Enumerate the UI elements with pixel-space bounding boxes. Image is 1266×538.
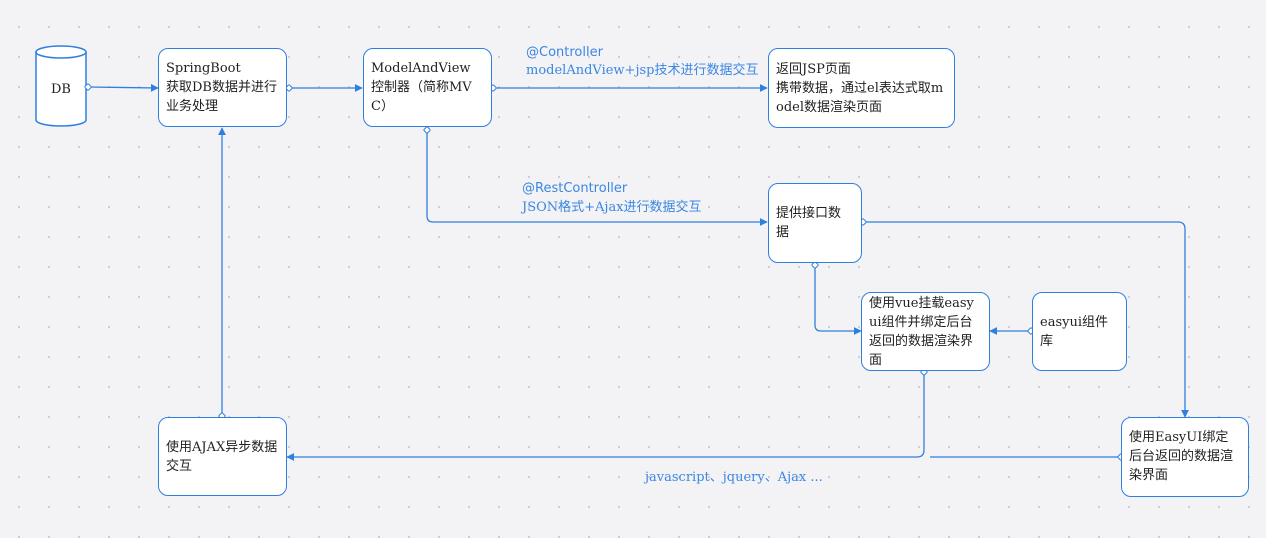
node-springboot[interactable]: SpringBoot 获取DB数据并进行业务处理 <box>158 48 287 127</box>
node-jsp-page[interactable]: 返回JSP页面 携带数据，通过el表达式取model数据渲染页面 <box>768 48 955 128</box>
edge-label-controller-technique: modelAndView+jsp技术进行数据交互 <box>526 63 759 78</box>
node-mvc-controller[interactable]: ModelAndView控制器（简称MVC） <box>363 48 492 127</box>
node-db[interactable]: DB <box>51 82 71 97</box>
edge-label-rest-annotation: @RestController <box>522 181 628 196</box>
edge-label-bottom-technologies: javascript、jquery、Ajax ... <box>645 470 823 485</box>
edge-db-springboot <box>88 87 158 88</box>
node-api-data[interactable]: 提供接口数据 <box>768 183 862 263</box>
edge-label-controller-annotation: @Controller <box>526 45 603 60</box>
node-easyui-bind[interactable]: 使用EasyUI绑定后台返回的数据渲染界面 <box>1121 417 1249 497</box>
edge-api-vue <box>815 265 861 331</box>
edge-label-rest-technique: JSON格式+Ajax进行数据交互 <box>522 200 702 215</box>
db-cylinder-shape <box>35 45 87 127</box>
node-vue-easyui[interactable]: 使用vue挂载easyui组件并绑定后台返回的数据渲染界面 <box>861 292 990 371</box>
edge-mvc-api <box>427 130 767 222</box>
node-easyui-library[interactable]: easyui组件库 <box>1032 292 1127 371</box>
node-ajax[interactable]: 使用AJAX异步数据交互 <box>158 417 287 496</box>
edge-vue-ajax <box>287 372 924 457</box>
edge-api-easyui-bind <box>863 222 1185 417</box>
